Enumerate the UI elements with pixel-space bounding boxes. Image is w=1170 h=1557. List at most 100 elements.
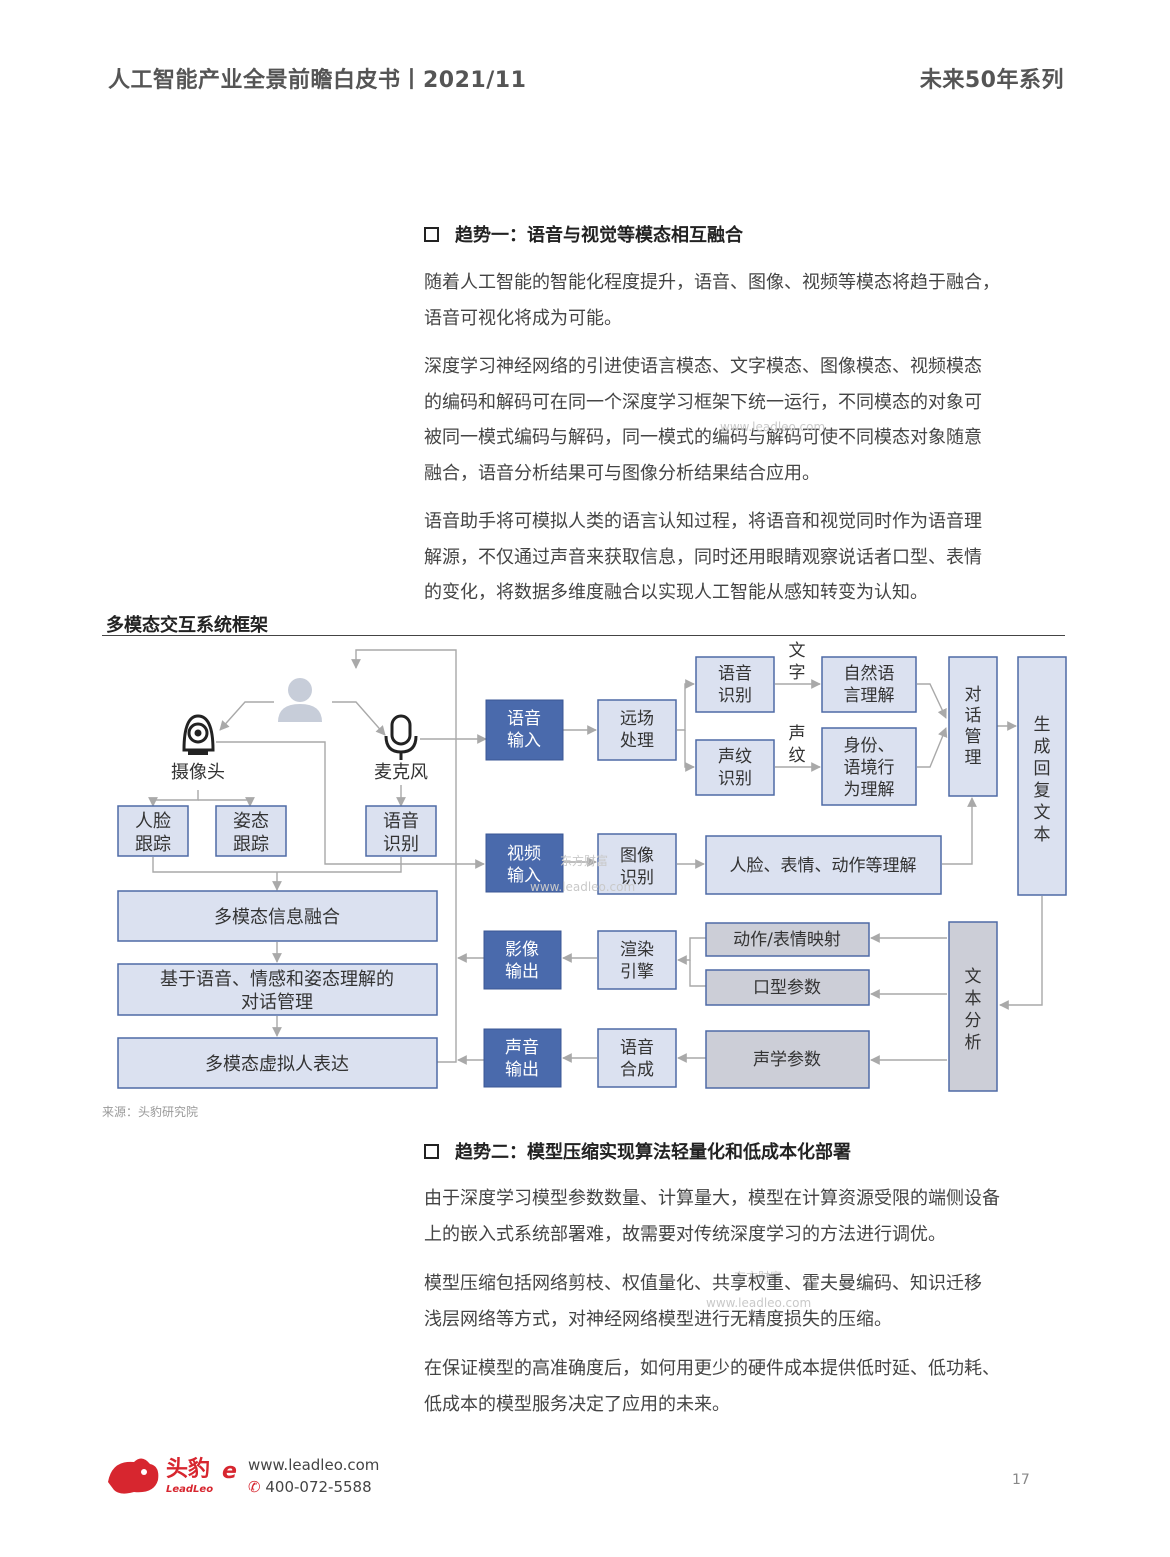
diagram-label: 识别 bbox=[718, 686, 752, 706]
diagram-label: 析 bbox=[965, 1033, 982, 1053]
diagram-label: 语境行 bbox=[844, 758, 895, 778]
diagram-label: 对话管理 bbox=[241, 992, 313, 1013]
diagram-label: 视频 bbox=[507, 844, 541, 864]
diagram-label: 语音 bbox=[507, 709, 541, 729]
diagram-label: 声学参数 bbox=[753, 1050, 821, 1070]
camera-icon bbox=[182, 714, 215, 755]
diagram-label: 影像 bbox=[505, 940, 539, 960]
diagram-label: 识别 bbox=[383, 834, 419, 855]
diagram-label: 本 bbox=[965, 989, 982, 1009]
face-tracking-box bbox=[117, 805, 189, 857]
diagram-label: 字 bbox=[789, 663, 806, 683]
microphone-icon bbox=[384, 714, 418, 760]
watermark-cn-2: 东方财富 bbox=[734, 1270, 783, 1284]
diagram-label: 纹 bbox=[789, 746, 806, 766]
section1-title: 趋势一：语音与视觉等模态相互融合 bbox=[455, 225, 743, 246]
dialog-management-box bbox=[117, 963, 438, 1016]
multimodal-fusion-box bbox=[117, 890, 438, 942]
image-recognition-box bbox=[597, 833, 677, 895]
report-title: 人工智能产业全景前瞻白皮书丨2021/11 bbox=[108, 68, 527, 93]
mic-label: 麦克风 bbox=[374, 762, 428, 783]
diagram-label: 输出 bbox=[505, 962, 539, 982]
diagram-label: 理 bbox=[965, 748, 982, 768]
diagram-label: 言理解 bbox=[844, 686, 895, 706]
section2-title: 趋势二：模型压缩实现算法轻量化和低成本化部署 bbox=[455, 1142, 851, 1163]
sound-output-box bbox=[483, 1028, 562, 1088]
posture-tracking-box bbox=[215, 805, 287, 857]
watermark-url: www.leadleo.com bbox=[530, 880, 636, 894]
section2-paragraph-1: 由于深度学习模型参数数量、计算量大，模型在计算资源受限的端侧设备上的嵌入式系统部… bbox=[424, 1188, 1000, 1245]
diagram-label: 复 bbox=[1034, 781, 1051, 801]
video-input-box bbox=[485, 833, 564, 893]
diagram-label: 声 bbox=[789, 724, 806, 744]
diagram-label: 多模态虚拟人表达 bbox=[205, 1054, 349, 1075]
generate-reply-box bbox=[1017, 656, 1067, 896]
diagram-label: 输入 bbox=[507, 731, 541, 751]
diagram-label: 处理 bbox=[620, 731, 654, 751]
diagram-label: 人脸 bbox=[135, 811, 171, 832]
speech-synthesis-box bbox=[597, 1028, 677, 1088]
face-expression-box bbox=[705, 835, 942, 895]
svg-text:e: e bbox=[222, 1459, 237, 1484]
section2-paragraph-3: 在保证模型的高准确度后，如何用更少的硬件成本提供低时延、低功耗、低成本的模型服务… bbox=[424, 1358, 1000, 1415]
diagram-label: 渲染 bbox=[620, 940, 654, 960]
diagram-label: 合成 bbox=[620, 1060, 654, 1080]
diagram-label: 语音 bbox=[383, 811, 419, 832]
section1-paragraph-2: 深度学习神经网络的引进使语言模态、文字模态、图像模态、视频模态的编码和解码可在同… bbox=[424, 356, 982, 484]
diagram-label: 身份、 bbox=[844, 736, 895, 756]
diagram-label: 成 bbox=[1034, 737, 1051, 757]
footer-url[interactable]: www.leadleo.com bbox=[248, 1456, 380, 1474]
diagram-label: 基于语音、情感和姿态理解的 bbox=[160, 969, 394, 990]
checkbox-bullet-icon bbox=[424, 1143, 439, 1159]
figure-title-rule bbox=[102, 635, 1065, 636]
person-icon bbox=[278, 678, 322, 722]
diagram-label: 话 bbox=[965, 706, 982, 726]
leadleo-logo[interactable]: 头豹 LeadLeo e bbox=[104, 1452, 244, 1498]
diagram-label: 输入 bbox=[507, 866, 541, 886]
action-mapping-box bbox=[705, 922, 870, 957]
diagram-label: 为理解 bbox=[844, 780, 895, 800]
diagram-label: 识别 bbox=[620, 868, 654, 888]
speech-recognition-box bbox=[695, 656, 775, 713]
far-field-box bbox=[597, 699, 677, 761]
phone-icon: ✆ bbox=[248, 1478, 261, 1496]
diagram-label: 声音 bbox=[505, 1038, 539, 1058]
section2-paragraph-2: 模型压缩包括网络剪枝、权值量化、共享权重、霍夫曼编码、知识迁移浅层网络等方式，对… bbox=[424, 1273, 982, 1330]
watermark-url-3: www.leadleo.com bbox=[706, 1296, 812, 1310]
identity-context-box bbox=[821, 727, 917, 806]
diagram-label: 输出 bbox=[505, 1060, 539, 1080]
diagram-label: 跟踪 bbox=[233, 834, 269, 855]
diagram-label: 对 bbox=[965, 685, 982, 705]
diagram-label: 口型参数 bbox=[753, 978, 821, 998]
diagram-label: 声纹 bbox=[718, 747, 752, 767]
watermark-cn: 东方财富 bbox=[560, 854, 609, 868]
diagram-label: 自然语 bbox=[844, 664, 895, 684]
diagram-label: 多模态信息融合 bbox=[214, 907, 340, 928]
figure-title: 多模态交互系统框架 bbox=[106, 615, 268, 636]
diagram-label: 回 bbox=[1034, 759, 1051, 779]
diagram-label: 管 bbox=[965, 727, 982, 747]
diagram-label: 引擎 bbox=[620, 962, 654, 982]
diagram-label: 姿态 bbox=[233, 811, 269, 832]
image-output-box bbox=[483, 930, 562, 990]
diagram-label: 图像 bbox=[620, 846, 654, 866]
diagram-label: 文 bbox=[789, 641, 806, 661]
voice-input-box bbox=[485, 699, 564, 761]
diagram-label: 分 bbox=[965, 1011, 982, 1031]
diagram-label: 动作/表情映射 bbox=[733, 930, 841, 950]
brand-en: LeadLeo bbox=[166, 1484, 213, 1495]
camera-label: 摄像头 bbox=[171, 762, 225, 783]
section1-paragraph-3: 语音助手将可模拟人类的语言认知过程，将语音和视觉同时作为语音理解源，不仅通过声音… bbox=[424, 511, 982, 603]
acoustic-params-box bbox=[705, 1030, 870, 1089]
diagram-label: 生 bbox=[1034, 715, 1051, 735]
voiceprint-box bbox=[695, 739, 775, 796]
diagram-label: 文 bbox=[965, 967, 982, 987]
dialog-manager-box bbox=[948, 656, 998, 797]
speech-recognition-box-left bbox=[365, 805, 437, 857]
diagram-label: 本 bbox=[1034, 825, 1051, 845]
section1-paragraph-1: 随着人工智能的智能化程度提升，语音、图像、视频等模态将趋于融合，语音可视化将成为… bbox=[424, 272, 1000, 329]
diagram-label: 文 bbox=[1034, 803, 1051, 823]
figure-source: 来源：头豹研究院 bbox=[102, 1105, 199, 1119]
text-analysis-box bbox=[948, 921, 998, 1092]
